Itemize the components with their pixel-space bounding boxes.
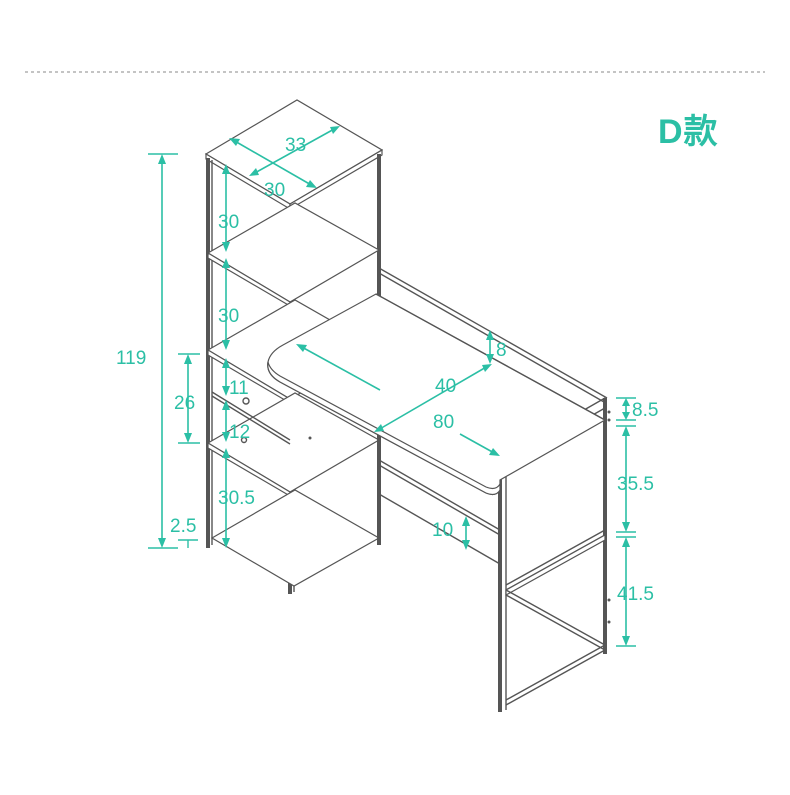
- arrow-icon: [158, 154, 166, 164]
- arrow-icon: [184, 354, 192, 364]
- label-shelf-2: 30: [218, 306, 239, 327]
- leg-hole: [607, 410, 611, 414]
- label-under-desk: 10: [432, 520, 453, 541]
- dim-desk-width-a: [299, 345, 381, 391]
- arrow-icon: [306, 180, 317, 188]
- label-total-height: 119: [116, 348, 146, 369]
- arrow-icon: [489, 448, 500, 456]
- arrow-icon: [222, 340, 230, 350]
- arrow-icon: [229, 138, 240, 146]
- hook-icon: [242, 397, 250, 405]
- arrow-icon: [222, 164, 230, 174]
- label-shelf-1: 30: [218, 212, 239, 233]
- arrow-icon: [222, 538, 230, 548]
- arrow-icon: [222, 242, 230, 252]
- label-gap-12: 12: [229, 422, 250, 443]
- arrow-icon: [222, 258, 230, 268]
- dim-width-top: [252, 127, 337, 175]
- desktop-edge: [267, 361, 501, 496]
- arrow-icon: [622, 412, 630, 420]
- desk-side-rail-low-b: [505, 649, 606, 706]
- desk-front-low-rail-b: [378, 464, 501, 536]
- arrow-icon: [462, 540, 470, 550]
- arrow-icon: [222, 448, 230, 458]
- label-right-mid: 35.5: [617, 474, 654, 495]
- dimension-lines: [148, 126, 636, 647]
- desk-top-rail-back: [378, 267, 608, 399]
- arrow-icon: [184, 433, 192, 443]
- leg-hole: [607, 620, 611, 624]
- arrow-icon: [622, 537, 630, 547]
- arrow-icon: [374, 424, 384, 432]
- label-shelf-low: 30.5: [218, 488, 255, 509]
- arrow-icon: [296, 344, 307, 352]
- dim-desk-width-b: [459, 433, 497, 455]
- arrow-icon: [222, 386, 230, 396]
- arrow-icon: [622, 636, 630, 646]
- arrow-icon: [622, 398, 630, 406]
- model-title: D款: [658, 113, 719, 151]
- tower-rail: [211, 391, 291, 441]
- arrow-icon: [486, 330, 494, 340]
- arrow-icon: [158, 538, 166, 548]
- label-desk-depth: 40: [435, 376, 456, 397]
- hook-icon-2: [240, 436, 248, 444]
- label-desk-edge: 8: [496, 340, 507, 361]
- desk-side-rail-low: [505, 644, 606, 701]
- leg-hole: [607, 598, 611, 602]
- desk-front-low-rail-c: [378, 493, 501, 565]
- arrow-icon: [622, 426, 630, 436]
- arrow-icon: [482, 364, 492, 372]
- desk-cross-brace-b: [505, 594, 606, 651]
- label-depth-top: 33: [285, 135, 306, 156]
- arrow-icon: [462, 516, 470, 526]
- desk-cross-brace: [505, 589, 606, 646]
- arrow-icon: [222, 400, 230, 410]
- dim-desk-depth-line: [377, 365, 489, 431]
- label-right-low: 41.5: [617, 584, 654, 605]
- desk-screw: [308, 436, 312, 440]
- label-gap-11: 11: [229, 378, 249, 399]
- arrow-icon: [486, 354, 494, 364]
- dimension-labels: 119 33 30 30 30 26 11 12 30.5 2.5 40 80 …: [116, 135, 658, 605]
- desk-side-shelf: [505, 533, 606, 597]
- label-width-top: 30: [264, 180, 285, 201]
- desk-side-rail-mid: [505, 529, 606, 586]
- arrow-icon: [222, 432, 230, 442]
- label-right-top: 8.5: [632, 400, 658, 421]
- label-desk-width: 80: [433, 412, 454, 433]
- desk-front-low-rail: [378, 459, 501, 531]
- label-shelf-mid: 26: [174, 393, 195, 414]
- leg-hole: [607, 418, 611, 422]
- label-foot: 2.5: [170, 516, 196, 537]
- desktop-board: [267, 293, 607, 496]
- arrow-icon: [330, 126, 340, 134]
- arrow-icon: [249, 168, 259, 176]
- arrow-icon: [222, 358, 230, 368]
- arrow-icon: [622, 522, 630, 532]
